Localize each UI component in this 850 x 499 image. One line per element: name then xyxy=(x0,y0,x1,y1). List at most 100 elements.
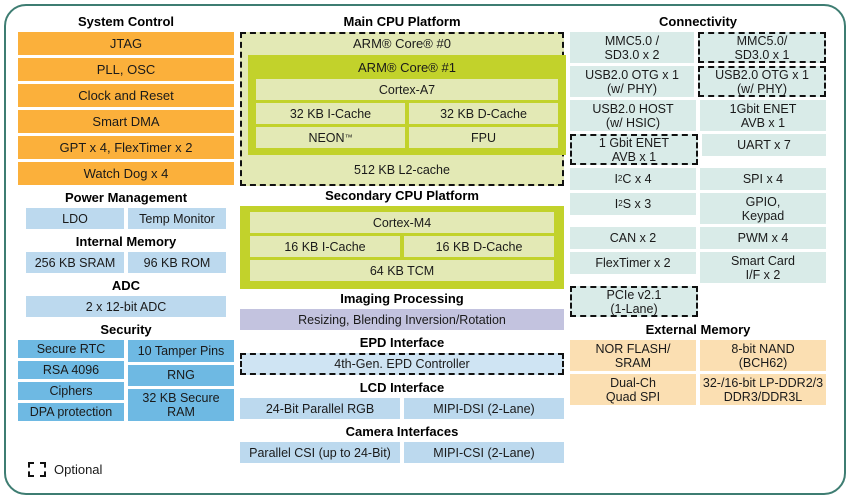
block-dual-ch-quad-spi[interactable]: Dual-Ch Quad SPI xyxy=(570,374,696,405)
block-ciphers[interactable]: Ciphers xyxy=(18,382,124,400)
block-fpu[interactable]: FPU xyxy=(409,127,558,148)
block-mmc5-0-sd3-0-x-2[interactable]: MMC5.0 / SD3.0 x 2 xyxy=(570,32,694,63)
block-gpt-flextimer[interactable]: GPT x 4, FlexTimer x 2 xyxy=(18,136,234,159)
block-parallel-rgb[interactable]: 24-Bit Parallel RGB xyxy=(240,398,400,419)
block-smart-card-i-f-x-2[interactable]: Smart Card I/F x 2 xyxy=(700,252,826,283)
block-arm-core-0[interactable]: ARM® Core® #0 ARM® Core® #1 Cortex-A7 32… xyxy=(240,32,566,186)
section-title-security: Security xyxy=(100,322,152,337)
section-title-epd: EPD Interface xyxy=(359,335,445,350)
block-smart-dma[interactable]: Smart DMA xyxy=(18,110,234,133)
block-tcm[interactable]: 64 KB TCM xyxy=(250,260,554,281)
block-dpa-protection[interactable]: DPA protection xyxy=(18,403,124,421)
power-management-row: LDO Temp Monitor xyxy=(18,208,234,229)
block-rsa-4096[interactable]: RSA 4096 xyxy=(18,361,124,379)
block-8-bit-nand-bch62[interactable]: 8-bit NAND (BCH62) xyxy=(700,340,826,371)
block-pll-osc[interactable]: PLL, OSC xyxy=(18,58,234,81)
legend-optional: Optional xyxy=(28,462,102,477)
section-title-external-memory: External Memory xyxy=(645,322,751,337)
block-m4-dcache[interactable]: 16 KB D-Cache xyxy=(404,236,554,257)
section-title-lcd: LCD Interface xyxy=(359,380,445,395)
block-rom[interactable]: 96 KB ROM xyxy=(128,252,226,273)
block-spi-x-4[interactable]: SPI x 4 xyxy=(700,168,826,190)
connectivity-row: USB2.0 OTG x 1 (w/ PHY)USB2.0 OTG x 1 (w… xyxy=(570,66,826,97)
column-system-control: System Control JTAG PLL, OSC Clock and R… xyxy=(18,12,234,424)
block-pcie-v2-1-1-lane[interactable]: PCIe v2.1 (1-Lane) xyxy=(570,286,698,317)
block-arm-core-1[interactable]: ARM® Core® #1 Cortex-A7 32 KB I-Cache 32… xyxy=(248,55,566,155)
block-1-gbit-enet-avb-x-1[interactable]: 1 Gbit ENET AVB x 1 xyxy=(570,134,698,165)
block-rng[interactable]: RNG xyxy=(128,364,234,386)
a7-cache-row: 32 KB I-Cache 32 KB D-Cache xyxy=(256,103,558,124)
l2-cache-row: 512 KB L2-cache xyxy=(248,159,556,180)
block-secure-rtc[interactable]: Secure RTC xyxy=(18,340,124,358)
block-a7-icache[interactable]: 32 KB I-Cache xyxy=(256,103,405,124)
block-m4-icache[interactable]: 16 KB I-Cache xyxy=(250,236,400,257)
block-temp-monitor[interactable]: Temp Monitor xyxy=(128,208,226,229)
block-secure-ram-label: 32 KB Secure RAM xyxy=(142,391,220,419)
block-uart-x-7[interactable]: UART x 7 xyxy=(702,134,826,156)
cortex-a7-row: Cortex-A7 xyxy=(256,79,558,100)
block-secondary-cpu[interactable]: Cortex-M4 16 KB I-Cache 16 KB D-Cache 64… xyxy=(240,206,564,289)
internal-memory-row: 256 KB SRAM 96 KB ROM xyxy=(18,252,234,273)
block-gpio-keypad[interactable]: GPIO, Keypad xyxy=(700,193,826,224)
block-usb2-0-otg-x-1-w-phy[interactable]: USB2.0 OTG x 1 (w/ PHY) xyxy=(698,66,826,97)
block-cortex-a7[interactable]: Cortex-A7 xyxy=(256,79,558,100)
legend-optional-label: Optional xyxy=(54,462,103,477)
dashed-box-icon xyxy=(28,462,46,477)
m4-tcm-row: 64 KB TCM xyxy=(250,260,554,281)
section-title-power-management: Power Management xyxy=(64,190,188,205)
security-left-column: Secure RTC RSA 4096 Ciphers DPA protecti… xyxy=(18,340,124,421)
block-mipi-csi[interactable]: MIPI-CSI (2-Lane) xyxy=(404,442,564,463)
block-1gbit-enet-avb-x-1[interactable]: 1Gbit ENET AVB x 1 xyxy=(700,100,826,131)
block-usb2-0-otg-x-1-w-phy[interactable]: USB2.0 OTG x 1 (w/ PHY) xyxy=(570,66,694,97)
block-sram[interactable]: 256 KB SRAM xyxy=(26,252,124,273)
block-ldo[interactable]: LDO xyxy=(26,208,124,229)
block-mmc5-0-sd3-0-x-1[interactable]: MMC5.0/ SD3.0 x 1 xyxy=(698,32,826,63)
block-32-16-bit-lp-ddr2-3-ddr3-ddr3l[interactable]: 32-/16-bit LP-DDR2/3 DDR3/DDR3L xyxy=(700,374,826,405)
block-watch-dog[interactable]: Watch Dog x 4 xyxy=(18,162,234,185)
connectivity-row: PCIe v2.1 (1-Lane) xyxy=(570,286,826,317)
section-title-camera: Camera Interfaces xyxy=(345,424,459,439)
block-mipi-dsi[interactable]: MIPI-DSI (2-Lane) xyxy=(404,398,564,419)
arm-core-0-label: ARM® Core® #0 xyxy=(353,36,451,51)
imaging-row: Resizing, Blending Inversion/Rotation xyxy=(240,309,564,330)
section-title-secondary-cpu: Secondary CPU Platform xyxy=(325,188,479,203)
block-jtag[interactable]: JTAG xyxy=(18,32,234,55)
block-secure-ram[interactable]: 32 KB Secure RAM xyxy=(128,389,234,421)
block-tamper-pins[interactable]: 10 Tamper Pins xyxy=(128,340,234,362)
block-pwm-x-4[interactable]: PWM x 4 xyxy=(700,227,826,249)
block-nor-flash-sram[interactable]: NOR FLASH/ SRAM xyxy=(570,340,696,371)
block-a7-dcache[interactable]: 32 KB D-Cache xyxy=(409,103,558,124)
epd-row: 4th-Gen. EPD Controller xyxy=(240,353,564,375)
security-right-column: 10 Tamper Pins RNG 32 KB Secure RAM xyxy=(128,340,234,421)
block-l2-cache[interactable]: 512 KB L2-cache xyxy=(248,159,556,180)
system-control-list: JTAG PLL, OSC Clock and Reset Smart DMA … xyxy=(18,32,234,185)
block-flextimer-x-2[interactable]: FlexTimer x 2 xyxy=(570,252,696,274)
section-title-internal-memory: Internal Memory xyxy=(75,234,177,249)
block-usb2-0-host-w-hsic[interactable]: USB2.0 HOST (w/ HSIC) xyxy=(570,100,696,131)
block-epd-controller[interactable]: 4th-Gen. EPD Controller xyxy=(240,353,564,375)
section-title-adc: ADC xyxy=(111,278,141,293)
section-title-system-control: System Control xyxy=(77,14,175,29)
block-parallel-csi[interactable]: Parallel CSI (up to 24-Bit) xyxy=(240,442,400,463)
camera-row: Parallel CSI (up to 24-Bit) MIPI-CSI (2-… xyxy=(240,442,564,463)
block-cortex-m4[interactable]: Cortex-M4 xyxy=(250,212,554,233)
block-can-x-2[interactable]: CAN x 2 xyxy=(570,227,696,249)
block-adc[interactable]: 2 x 12-bit ADC xyxy=(26,296,226,317)
block-clock-and-reset[interactable]: Clock and Reset xyxy=(18,84,234,107)
block-imaging-processing[interactable]: Resizing, Blending Inversion/Rotation xyxy=(240,309,564,330)
section-title-main-cpu: Main CPU Platform xyxy=(343,14,461,29)
